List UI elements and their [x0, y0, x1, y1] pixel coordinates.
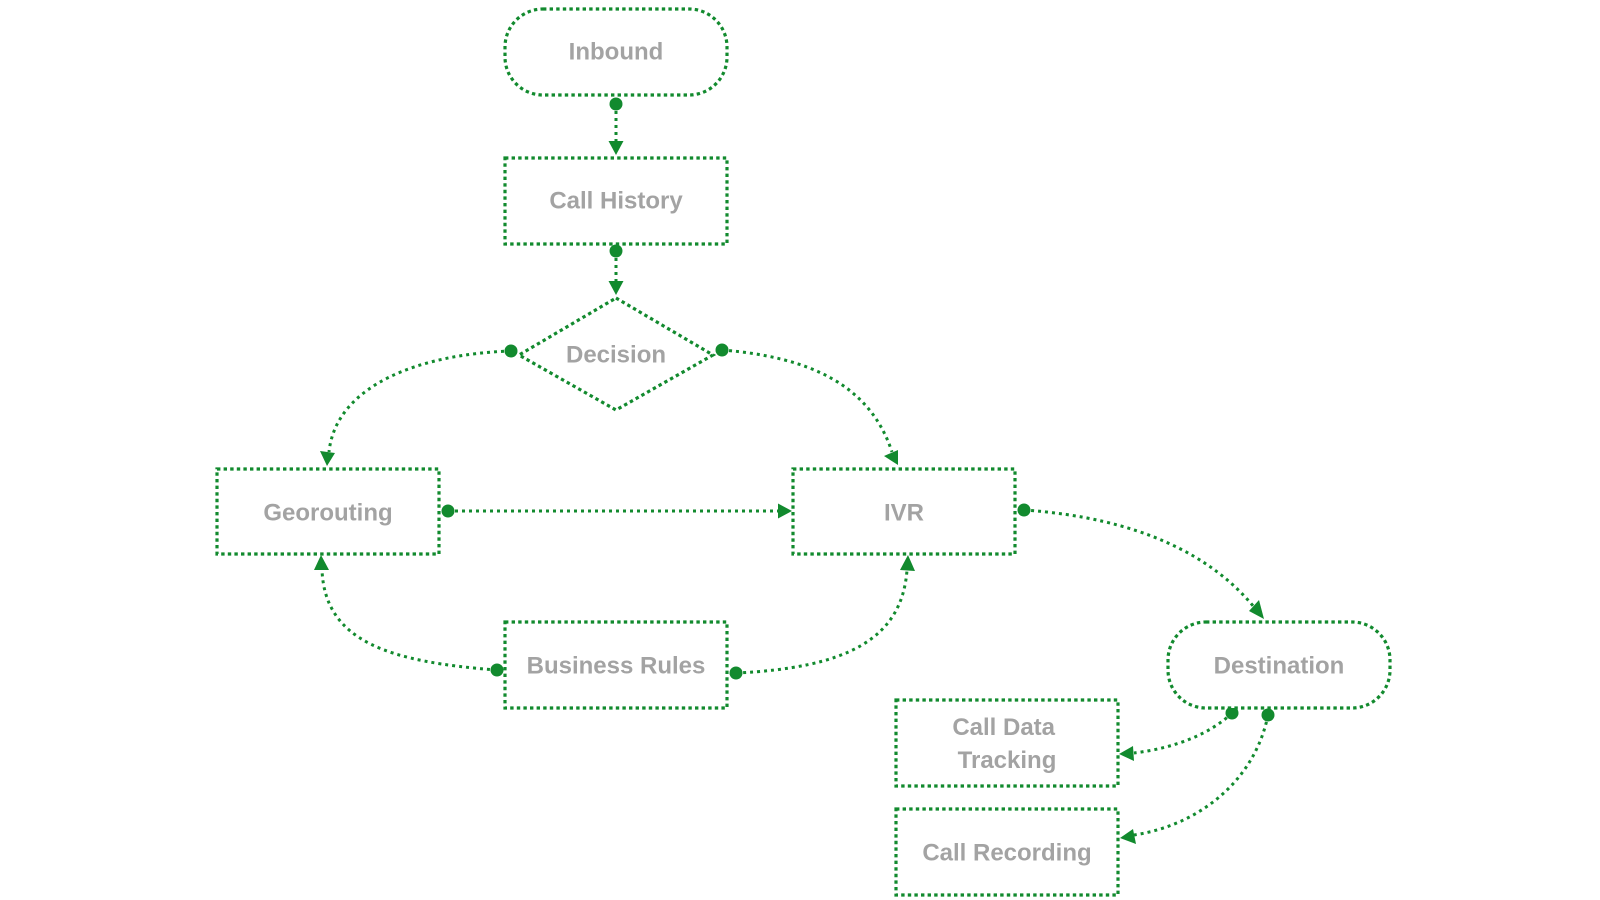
edges [314, 97, 1275, 844]
node-decision: Decision [515, 296, 717, 412]
node-label-line-2: Tracking [958, 747, 1057, 774]
node-label-business-rules: Business Rules [527, 653, 706, 680]
decision-shape [515, 296, 717, 412]
edge-destination-to-call-data-tracking [1119, 706, 1239, 761]
node-label-inbound: Inbound [569, 39, 664, 66]
process-shape [894, 698, 1120, 788]
node-label-destination: Destination [1214, 653, 1345, 680]
edge-georouting-to-ivr [441, 503, 792, 519]
node-label-call-history: Call History [549, 188, 683, 215]
process-shape [215, 467, 441, 556]
node-label-georouting: Georouting [263, 500, 392, 527]
process-shape [894, 807, 1120, 897]
node-label-decision: Decision [566, 342, 666, 369]
terminal-shape [1166, 620, 1392, 710]
node-label-line-1: Call Data [952, 714, 1055, 741]
edge-ivr-to-destination [1017, 503, 1264, 619]
process-shape [791, 467, 1017, 556]
edge-decision-to-georouting [320, 344, 518, 466]
process-shape [503, 156, 729, 246]
node-label-ivr: IVR [884, 500, 924, 527]
node-georouting: Georouting [215, 467, 441, 556]
node-call-recording: Call Recording [894, 807, 1120, 897]
node-business-rules: Business Rules [503, 620, 729, 710]
edge-destination-to-call-recording [1120, 708, 1275, 844]
node-inbound: Inbound [503, 7, 729, 97]
node-label-call-data-tracking: Call Data Tracking [952, 714, 1061, 774]
process-shape [503, 620, 729, 710]
node-destination: Destination [1166, 620, 1392, 710]
edge-business-rules-to-ivr [729, 555, 915, 680]
edge-business-rules-to-georouting [314, 555, 504, 677]
edge-call-history-to-decision [608, 244, 624, 295]
node-call-history: Call History [503, 156, 729, 246]
terminal-shape [503, 7, 729, 97]
node-label-call-recording: Call Recording [922, 840, 1091, 867]
node-call-data-tracking: Call Data Tracking [894, 698, 1120, 788]
edge-inbound-to-call-history [608, 97, 624, 155]
edge-decision-to-ivr [715, 343, 898, 465]
node-ivr: IVR [791, 467, 1017, 556]
